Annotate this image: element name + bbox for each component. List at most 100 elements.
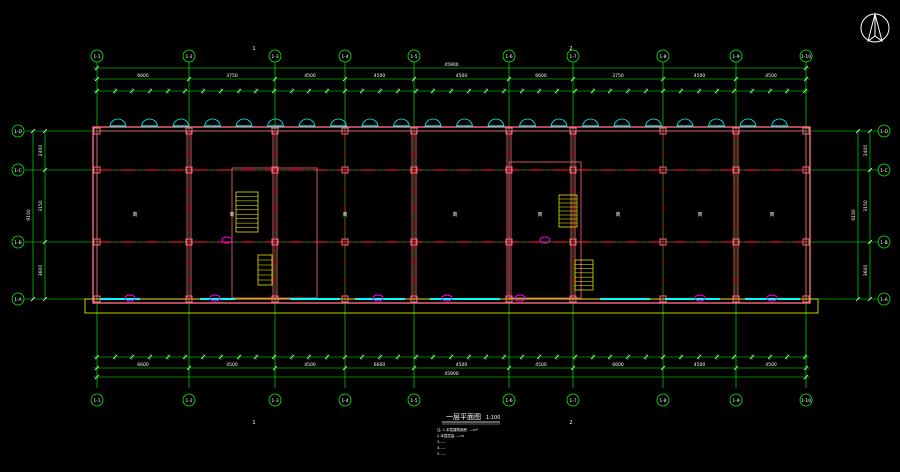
plan-title: 一层平面图 (446, 413, 481, 421)
dim-right-parts-tick (867, 239, 873, 245)
dim-top-bays-label: 4500 (694, 73, 706, 79)
dim-right-parts-label: 3600 (863, 265, 869, 277)
window-arc (298, 118, 316, 128)
axis-label-bottom: 1-8 (659, 398, 666, 404)
column (569, 238, 577, 246)
column (732, 238, 740, 246)
column (659, 127, 667, 135)
dim-bottom-bays-label: 4500 (694, 362, 706, 368)
section-mark: 2 (569, 46, 572, 52)
column (505, 166, 513, 174)
column (569, 295, 577, 303)
dim-left-parts-tick (42, 296, 48, 302)
axis-label-bottom: 1-5 (410, 398, 417, 404)
north-arrow-icon (860, 12, 890, 43)
dim-bottom-overall-label: 45900 (444, 371, 458, 377)
fixture (372, 294, 384, 302)
axis-bubble-bottom (407, 393, 421, 407)
column (341, 295, 349, 303)
window-arc (613, 118, 631, 128)
dim-right-parts-label: 3150 (863, 200, 869, 212)
axis-bubble-top (656, 49, 670, 63)
dim-right-overall-label: 9150 (851, 209, 857, 221)
fixture (441, 294, 453, 302)
window-arc (109, 118, 127, 128)
fixture (124, 294, 136, 302)
dim-top-bays-label: 3750 (612, 73, 624, 79)
column (93, 127, 101, 135)
stairs (235, 191, 594, 291)
dim-left-overall-tick (30, 128, 36, 134)
dim-bottom-bays-label: 4500 (535, 362, 547, 368)
dim-top-bays-label: 4500 (765, 73, 777, 79)
column (185, 166, 193, 174)
axis-bubbles: 1-11-11-21-21-31-31-41-41-51-51-61-61-71… (11, 49, 891, 407)
axis-bubble-top (182, 49, 196, 63)
room-label: 商 (342, 211, 347, 218)
dim-right-overall-tick (855, 128, 861, 134)
column (802, 238, 810, 246)
room-label: 商 (452, 211, 457, 218)
window-arc (393, 118, 410, 128)
axis-bubble-right (877, 124, 891, 138)
axis-label-bottom: 1-9 (732, 398, 739, 404)
axis-bubble-bottom (90, 393, 104, 407)
axis-label-bottom: 1-4 (341, 398, 348, 404)
dim-right-parts-label: 2400 (863, 145, 869, 157)
window-arc (550, 118, 568, 128)
dim-bottom-bays-label: 4500 (765, 362, 777, 368)
column (802, 166, 810, 174)
fixture (694, 294, 706, 302)
dim-bottom-bays-label: 6600 (612, 362, 624, 368)
axis-label-right: 1-C (880, 168, 888, 174)
dim-top-bays-label: 4500 (456, 73, 468, 79)
window-arc (645, 118, 662, 128)
column (505, 295, 513, 303)
column (732, 127, 740, 135)
axis-bubble-top (729, 49, 743, 63)
column (271, 166, 279, 174)
window-arc (204, 118, 221, 128)
dim-right-overall-tick (855, 296, 861, 302)
axis-label-left: 1-B (14, 240, 21, 246)
axis-label-bottom: 1-2 (185, 398, 192, 404)
axis-bubble-top (268, 49, 282, 63)
dim-top-bays-label: 6600 (535, 73, 547, 79)
dim-left-parts-tick (42, 167, 48, 173)
axis-bubble-top (566, 49, 580, 63)
dim-left-parts-tick (42, 128, 48, 134)
plan-note-5: 5.---- (437, 452, 446, 456)
axis-bubble-bottom (182, 393, 196, 407)
axis-bubble-top (502, 49, 516, 63)
axis-label-right: 1-D (880, 129, 888, 135)
axis-label-left: 1-C (14, 168, 22, 174)
dim-left-parts-label: 2400 (38, 145, 44, 157)
window-arc (771, 118, 788, 128)
column (185, 127, 193, 135)
room-label: 商 (537, 211, 542, 218)
axis-bubble-bottom (729, 393, 743, 407)
window-arc (519, 118, 536, 128)
fixture (514, 294, 526, 302)
dim-left-parts-label: 3150 (38, 200, 44, 212)
stair-flight (574, 259, 594, 291)
dim-bottom-bays-label: 4500 (304, 362, 316, 368)
axis-bubble-left (11, 292, 25, 306)
axis-bubble-top (799, 49, 813, 63)
axis-label-right: 1-B (880, 240, 887, 246)
building-walls (84, 126, 819, 314)
axis-grid-vertical (96, 62, 807, 388)
column (732, 166, 740, 174)
window-arc (235, 118, 253, 128)
fixture (209, 294, 221, 302)
column (410, 295, 418, 303)
axis-label-top: 1-9 (732, 54, 739, 60)
plan-note-1: 注: 1.本层建筑面积 ----m² (437, 427, 479, 432)
column (802, 295, 810, 303)
column (659, 238, 667, 246)
column (410, 166, 418, 174)
plan-note-2: 2.本层层高 ----m (437, 433, 465, 438)
plan-note-4: 4.---- (437, 446, 446, 450)
